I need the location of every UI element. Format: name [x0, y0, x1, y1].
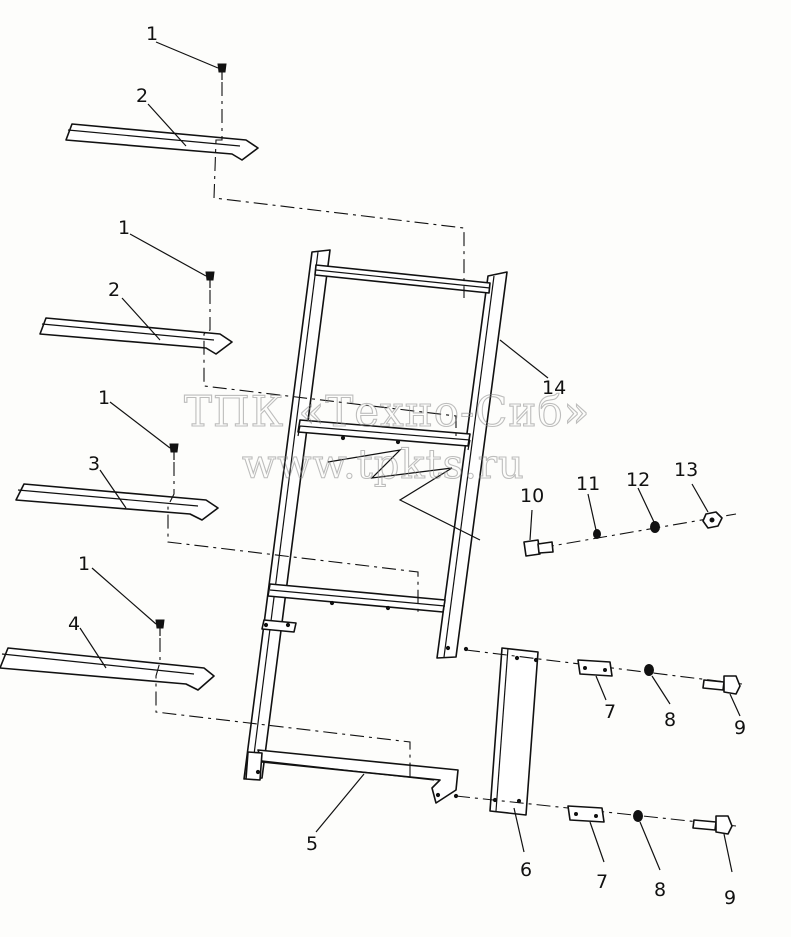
callout-labels: 1 2 1 2 1 3 1 4 5 6 7 8 9 7 8 9 10 11 12…: [68, 23, 746, 909]
callout-10: 10: [520, 485, 544, 507]
washer-11: [593, 529, 601, 539]
bracket-plate: [489, 647, 539, 816]
callout-2a: 2: [136, 85, 148, 107]
callout-8b: 8: [654, 879, 666, 901]
callout-1d: 1: [78, 553, 90, 575]
clamp-plate-7-lower: [567, 805, 605, 823]
callout-14: 14: [542, 377, 566, 399]
rivet-1b: [205, 271, 215, 288]
washer-12: [650, 521, 660, 533]
leader-lines: [79, 41, 741, 873]
callout-5: 5: [306, 833, 318, 855]
bottom-step: [257, 749, 459, 804]
watermark: ТПК «Техно-Сиб» www.tpkts.ru: [183, 386, 590, 488]
washer-8-lower: [633, 810, 643, 822]
step-plate-2-top: [65, 123, 259, 161]
callout-2b: 2: [108, 279, 120, 301]
rivet-1c: [169, 443, 179, 460]
callout-3: 3: [88, 453, 100, 475]
nut-13: [702, 511, 723, 529]
callout-7a: 7: [604, 701, 616, 723]
step-plate-2-lower: [39, 317, 233, 355]
left-rail: [243, 249, 331, 780]
watermark-url: www.tpkts.ru: [242, 442, 525, 488]
clamp-plate-7-upper: [577, 659, 613, 677]
watermark-company: ТПК «Техно-Сиб»: [184, 387, 590, 436]
rivet-1a: [217, 63, 227, 80]
break-line: [327, 449, 481, 541]
washer-8-upper: [644, 664, 654, 676]
bolt-9-lower: [692, 815, 733, 835]
step-plate-3: [15, 483, 219, 521]
callout-12: 12: [626, 469, 650, 491]
rivet-1d: [155, 619, 165, 636]
callout-4: 4: [68, 613, 80, 635]
callout-1b: 1: [118, 217, 130, 239]
bolt-9-upper: [702, 675, 741, 695]
step-plate-4: [0, 647, 215, 691]
callout-6: 6: [520, 859, 532, 881]
callout-9b: 9: [724, 887, 736, 909]
callout-1a: 1: [146, 23, 158, 45]
callout-7b: 7: [596, 871, 608, 893]
ladder-frame: [243, 249, 539, 816]
callout-1c: 1: [98, 387, 110, 409]
callout-8a: 8: [664, 709, 676, 731]
callout-11: 11: [576, 473, 600, 495]
callout-9a: 9: [734, 717, 746, 739]
callout-13: 13: [674, 459, 698, 481]
bolt-10: [523, 539, 554, 557]
right-rail: [436, 271, 508, 659]
